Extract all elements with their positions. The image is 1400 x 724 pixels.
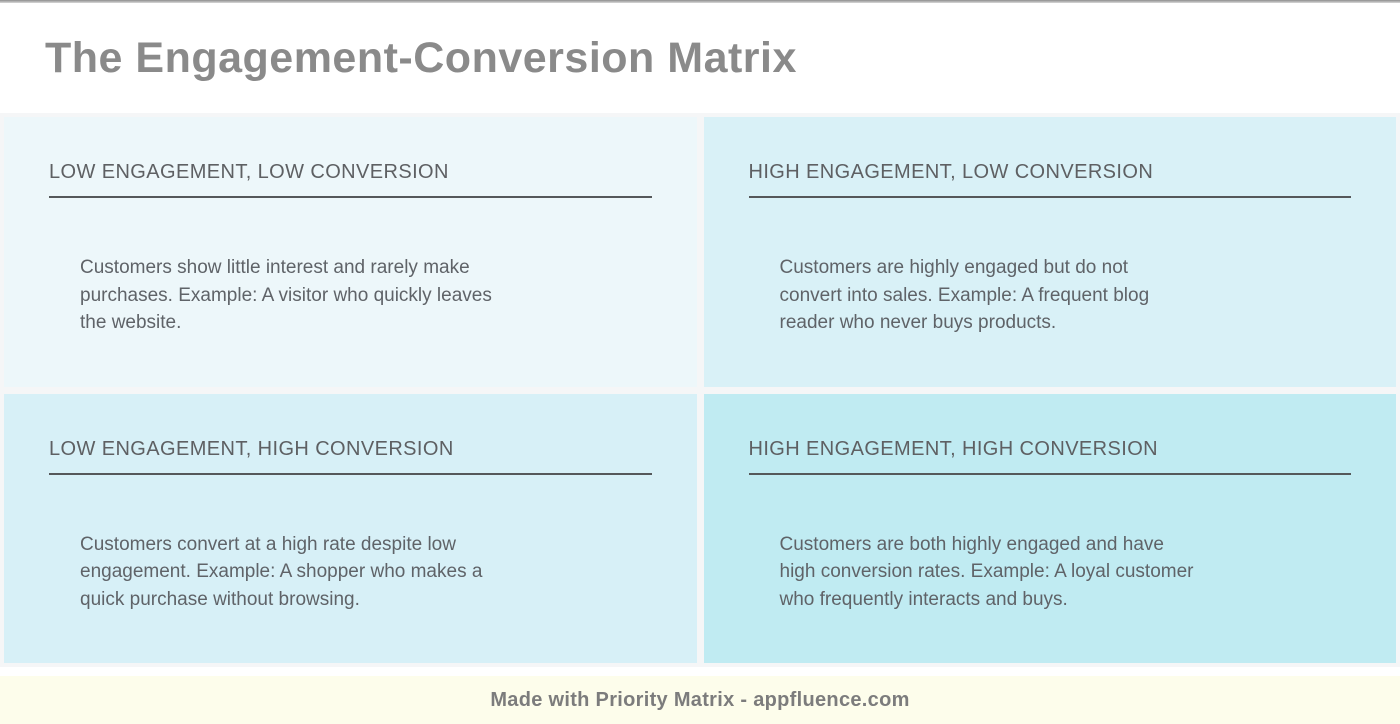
quadrant-heading: LOW ENGAGEMENT, LOW CONVERSION [49, 161, 652, 198]
quadrant-high-engagement-high-conversion[interactable]: HIGH ENGAGEMENT, HIGH CONVERSION Custome… [703, 393, 1396, 663]
quadrant-heading: LOW ENGAGEMENT, HIGH CONVERSION [49, 438, 652, 475]
footer-attribution-text: Made with Priority Matrix - appfluence.c… [490, 688, 910, 711]
page-title: The Engagement-Conversion Matrix [45, 33, 797, 82]
quadrant-description: Customers are highly engaged but do not … [779, 257, 1150, 333]
quadrant-heading: HIGH ENGAGEMENT, LOW CONVERSION [748, 161, 1351, 198]
quadrant-low-engagement-high-conversion[interactable]: LOW ENGAGEMENT, HIGH CONVERSION Customer… [4, 393, 697, 663]
footer-bar: Made with Priority Matrix - appfluence.c… [0, 676, 1400, 724]
grid-footer-gap [0, 667, 1400, 676]
quadrant-high-engagement-low-conversion[interactable]: HIGH ENGAGEMENT, LOW CONVERSION Customer… [703, 117, 1396, 387]
quadrant-description: Customers show little interest and rarel… [80, 257, 492, 333]
title-bar: The Engagement-Conversion Matrix [0, 3, 1400, 113]
quadrant-description: Customers convert at a high rate despite… [80, 533, 483, 610]
matrix-grid: LOW ENGAGEMENT, LOW CONVERSION Customers… [0, 113, 1400, 667]
quadrant-description: Customers are both highly engaged and ha… [779, 533, 1194, 610]
quadrant-low-engagement-low-conversion[interactable]: LOW ENGAGEMENT, LOW CONVERSION Customers… [4, 117, 697, 387]
window-top-edge [0, 0, 1400, 3]
quadrant-heading: HIGH ENGAGEMENT, HIGH CONVERSION [748, 438, 1351, 475]
